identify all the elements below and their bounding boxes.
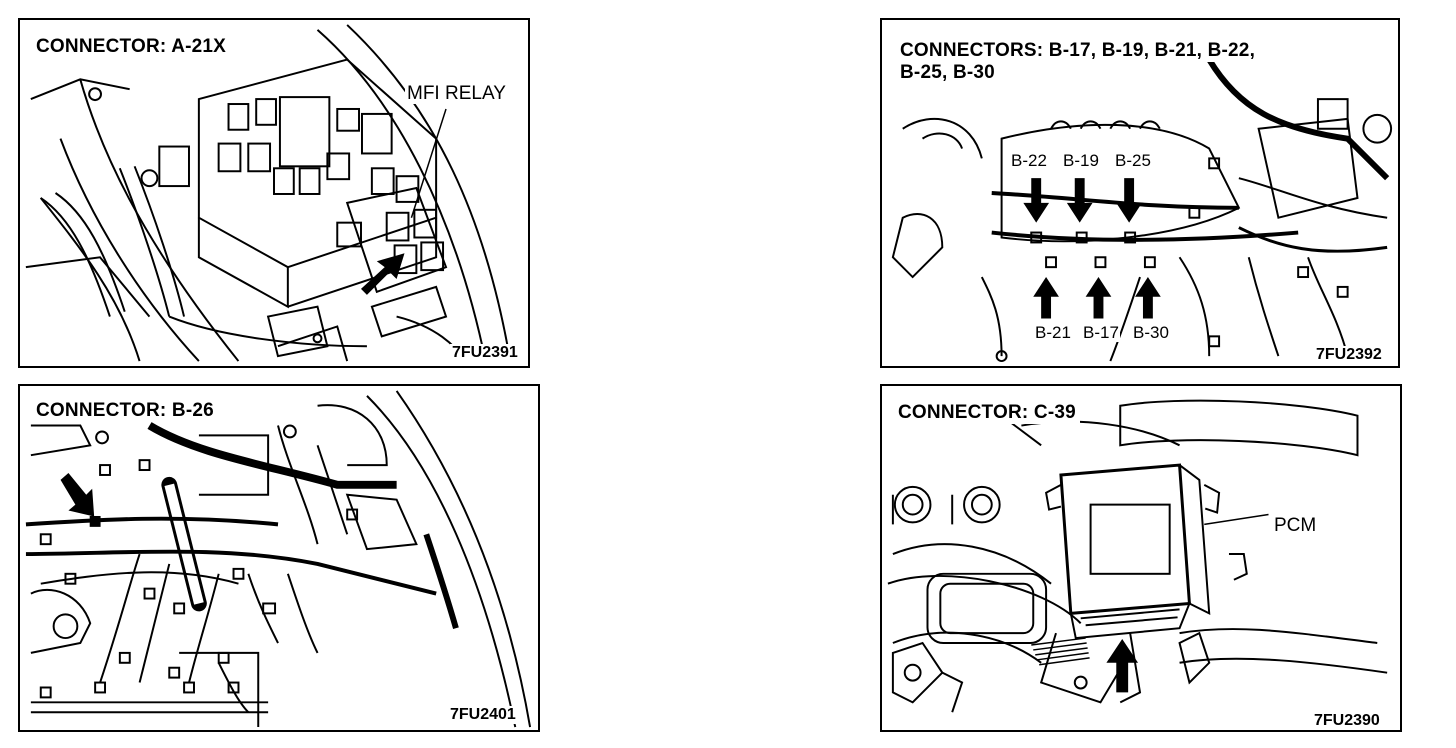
connector-title: CONNECTOR: A-21X <box>32 36 231 58</box>
pointer-arrow <box>360 253 405 295</box>
figure-code: 7FU2392 <box>1314 346 1384 364</box>
label-b21: B-21 <box>1034 323 1072 342</box>
down-arrows <box>1023 178 1142 223</box>
connector-title-line1: CONNECTORS: B-17, B-19, B-21, B-22, <box>896 40 1260 62</box>
diagram-panel-c39: CONNECTOR: C-39 PCM 7FU2390 <box>880 384 1402 732</box>
engine-harness-illustration <box>891 58 1393 363</box>
pointer-arrow <box>1106 639 1139 693</box>
label-b30: B-30 <box>1132 323 1170 342</box>
diagram-panel-b26: CONNECTOR: B-26 7FU2401 <box>18 384 540 732</box>
pcm-label: PCM <box>1272 515 1319 536</box>
dashboard-pcm-illustration <box>887 399 1388 713</box>
connector-title: CONNECTOR: C-39 <box>894 402 1080 424</box>
mfi-relay-label: MFI RELAY <box>405 83 508 104</box>
connector-title-line2: B-25, B-30 <box>896 62 999 84</box>
connector-title: CONNECTOR: B-26 <box>32 400 218 422</box>
pointer-arrow <box>60 472 95 517</box>
label-b19: B-19 <box>1062 151 1100 170</box>
label-b17: B-17 <box>1082 323 1120 342</box>
engine-bay-illustration <box>25 24 512 362</box>
diagram-panel-a21x: CONNECTOR: A-21X MFI RELAY 7FU2391 <box>18 18 530 368</box>
diagram-panel-b-connectors: CONNECTORS: B-17, B-19, B-21, B-22, B-25… <box>880 18 1400 368</box>
figure-code: 7FU2390 <box>1312 712 1382 730</box>
figure-code: 7FU2391 <box>450 344 520 362</box>
label-b22: B-22 <box>1010 151 1048 170</box>
up-arrows <box>1033 277 1161 319</box>
figure-code: 7FU2401 <box>448 706 518 724</box>
label-b25: B-25 <box>1114 151 1152 170</box>
harness-illustration <box>25 390 532 728</box>
